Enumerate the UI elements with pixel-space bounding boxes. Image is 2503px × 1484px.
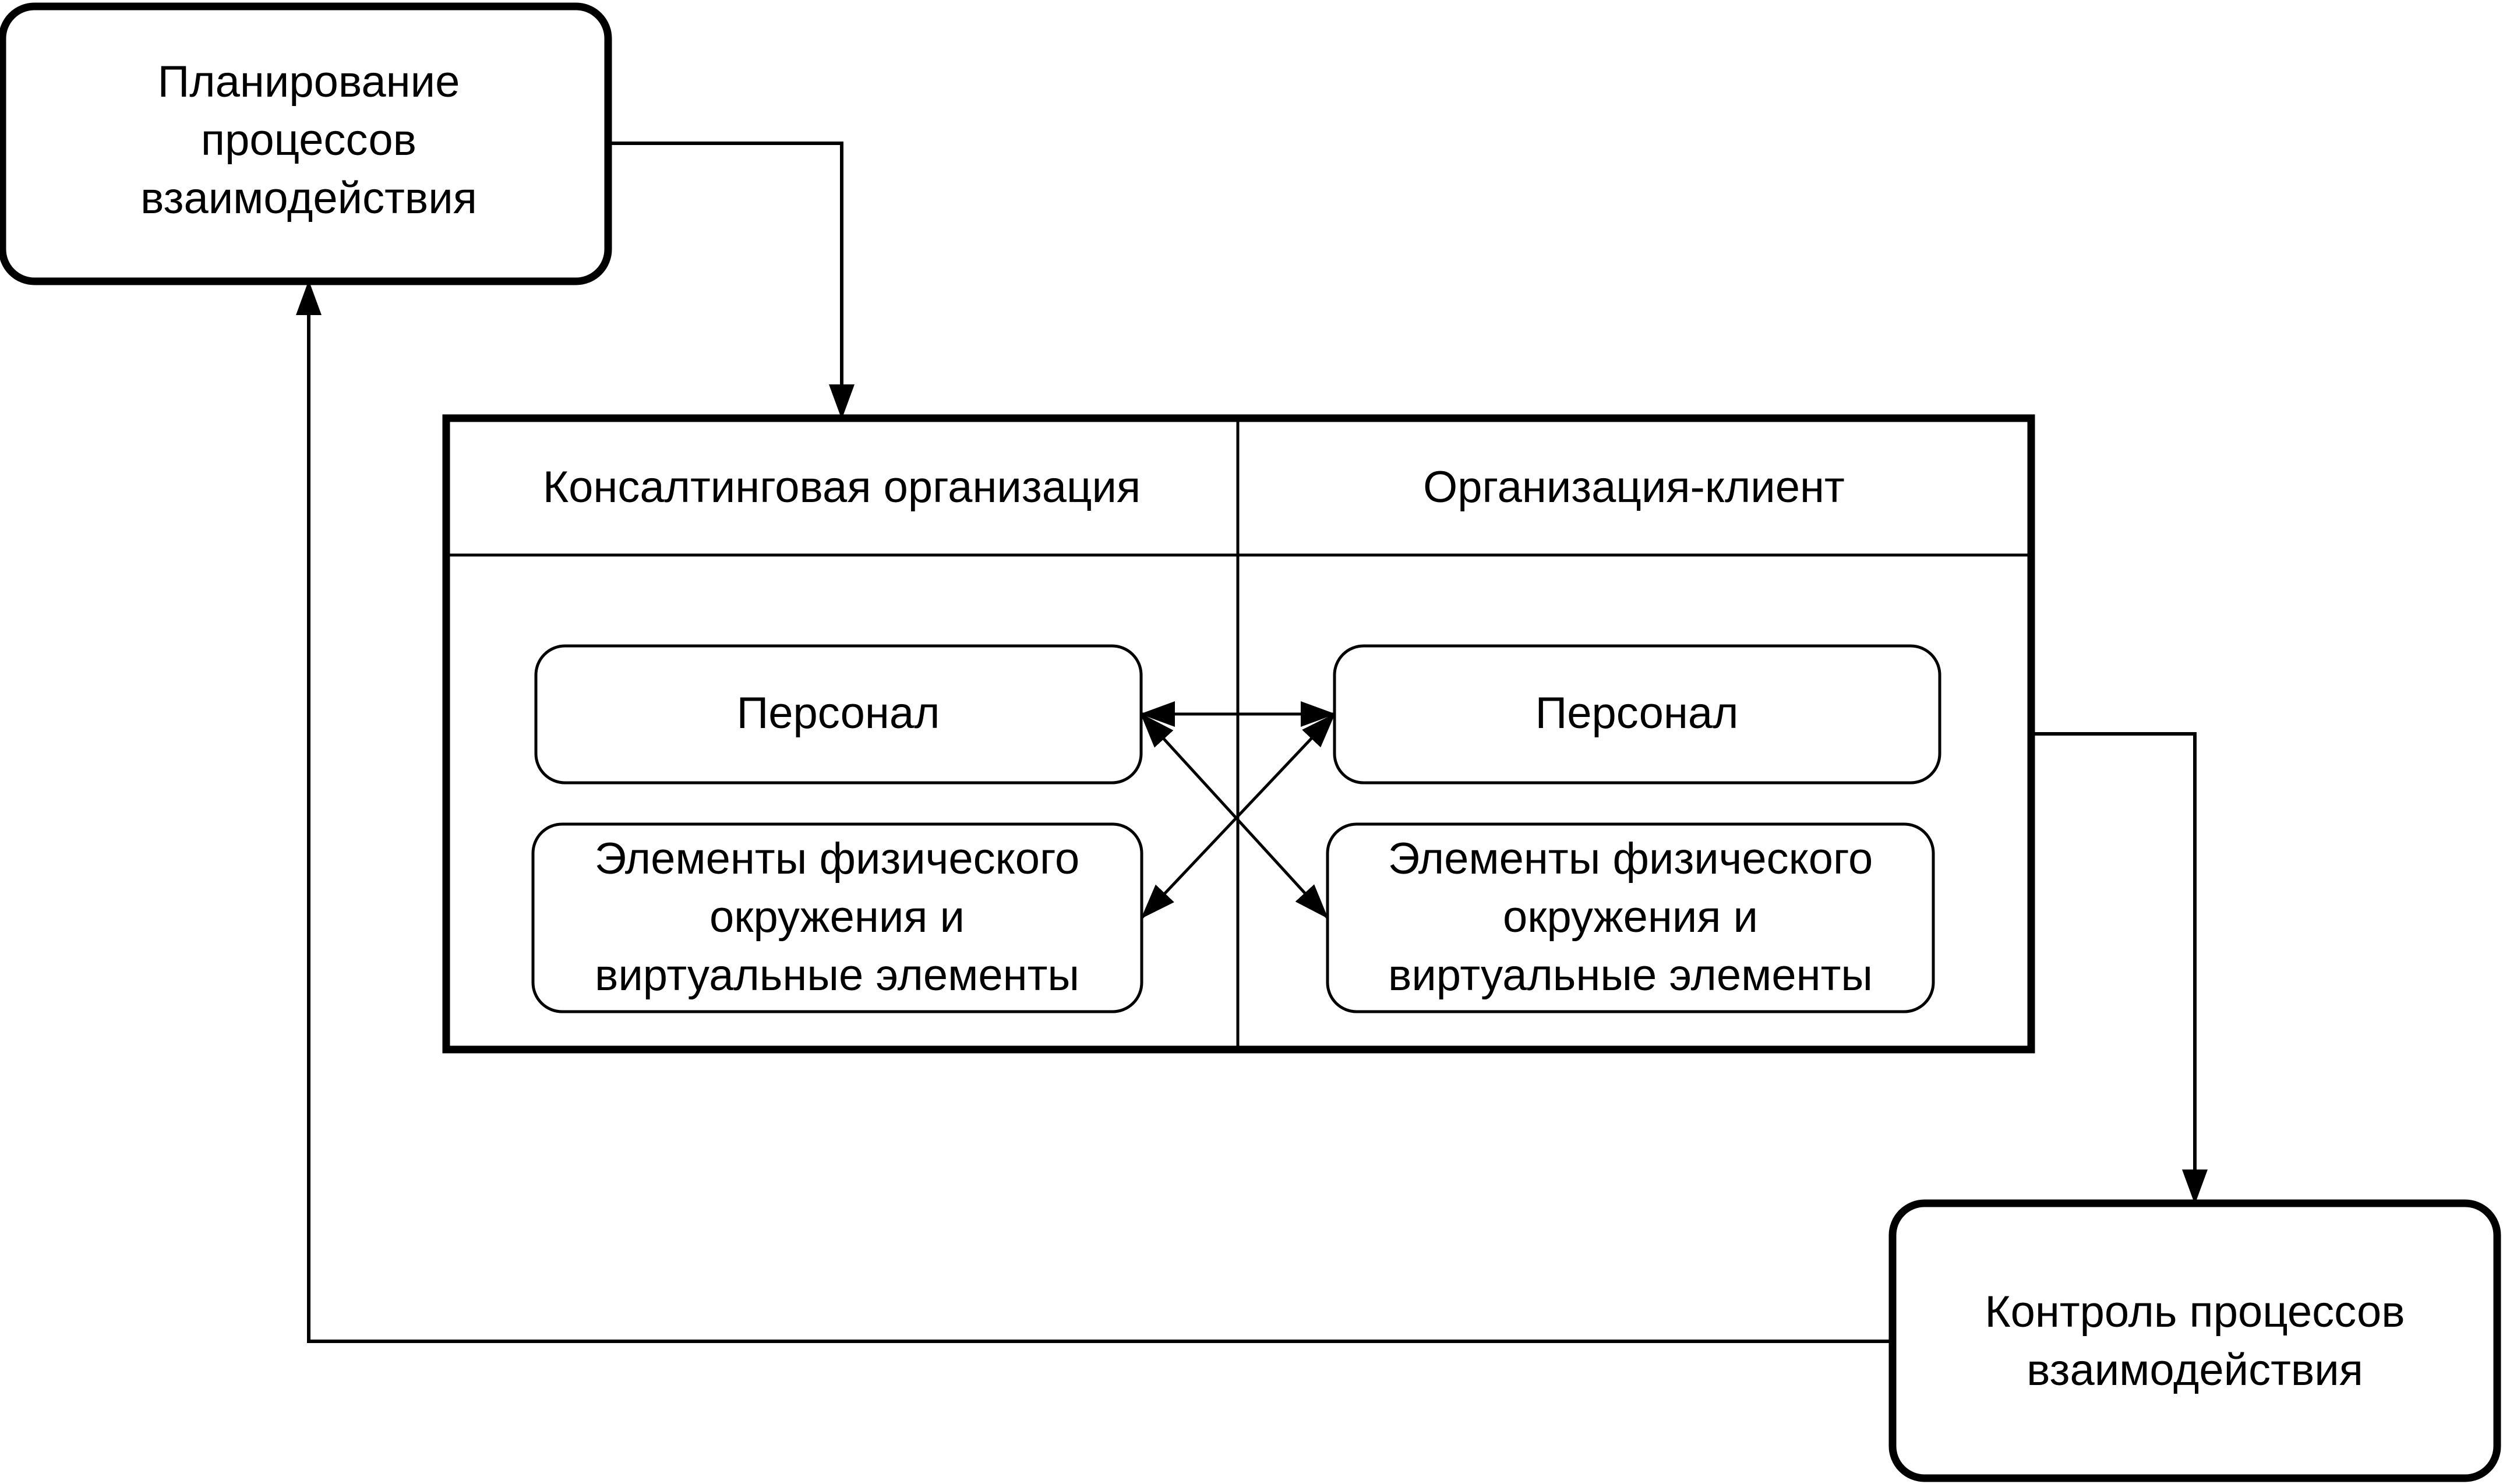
column-header-consulting: Консалтинговая организация — [543, 462, 1141, 512]
planning-label-line2: процессов — [201, 115, 416, 165]
right-elements-box: Элементы физического окружения и виртуал… — [1326, 822, 1935, 1013]
right-elements-label-line1: Элементы физического — [1388, 834, 1873, 884]
control-label-line1: Контроль процессов — [1985, 1287, 2405, 1337]
right-personnel-box: Персонал — [1333, 644, 1941, 785]
planning-box: Планирование процессов взаимодействия — [0, 2, 612, 285]
planning-label-line1: Планирование — [158, 57, 460, 107]
left-elements-label-line3: виртуальные элементы — [595, 951, 1079, 1000]
right-elements-label-line2: окружения и — [1503, 892, 1758, 942]
left-elements-label-line1: Элементы физического — [595, 834, 1080, 884]
right-elements-label-line3: виртуальные элементы — [1388, 951, 1873, 1000]
interaction-table: Консалтинговая организация Организация-к… — [442, 414, 2035, 1054]
control-box: Контроль процессов взаимодействия — [1888, 1199, 2501, 1482]
left-personnel-label: Персонал — [737, 688, 940, 738]
planning-label-line3: взаимодействия — [140, 174, 477, 223]
column-header-client: Организация-клиент — [1423, 462, 1845, 512]
left-personnel-box: Персонал — [534, 644, 1143, 785]
control-label-line2: взаимодействия — [2027, 1345, 2363, 1395]
left-elements-label-line2: окружения и — [709, 892, 965, 942]
arrow-right-personnel-to-left-elements — [1141, 713, 1336, 919]
left-elements-box: Элементы физического окружения и виртуал… — [531, 822, 1143, 1013]
right-personnel-label: Персонал — [1535, 688, 1739, 738]
arrow-table-to-control — [2031, 732, 2208, 1204]
arrow-control-to-planning — [296, 280, 1893, 1343]
arrow-planning-to-table — [608, 142, 855, 419]
